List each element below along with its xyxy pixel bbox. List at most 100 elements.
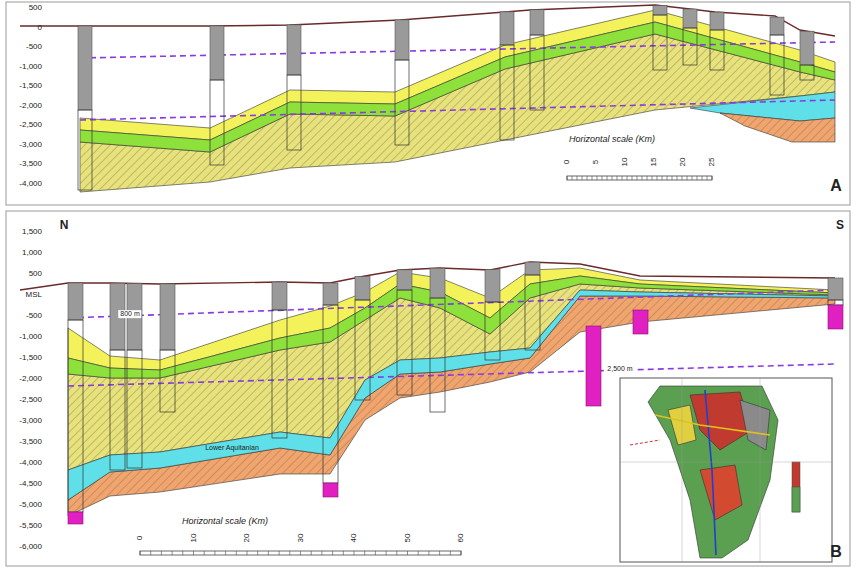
scale-tick <box>364 551 365 555</box>
well-casing <box>78 26 92 110</box>
well-casing <box>500 12 514 45</box>
scale-number: 0 <box>563 160 572 164</box>
axis-label: 800 m <box>118 310 141 318</box>
well-casing <box>430 268 445 298</box>
axis-label: -4,500 <box>19 480 42 489</box>
axis-label: Lower Aquitanian <box>205 444 259 452</box>
axis-label: -2,500 <box>19 121 42 130</box>
well-outline <box>500 45 514 140</box>
well-outline <box>710 30 724 70</box>
scale-number: 20 <box>679 158 688 167</box>
well-outline <box>653 15 667 70</box>
panel-letter: B <box>830 543 842 561</box>
depth-line <box>80 42 835 58</box>
scale-tick <box>193 551 194 555</box>
scale-tick <box>662 176 663 180</box>
well-bottom-marker <box>586 326 601 406</box>
well-outline <box>160 350 175 412</box>
scale-tick <box>236 551 237 555</box>
scale-tick <box>257 551 258 555</box>
scale-tick <box>161 551 162 555</box>
scale-tick <box>697 176 698 180</box>
depth-line <box>80 100 835 120</box>
well-outline <box>397 290 412 395</box>
axis-label: -2,500 <box>19 396 42 405</box>
scale-tick <box>652 176 653 180</box>
scale-tick <box>702 176 703 180</box>
scale-tick <box>375 551 376 555</box>
scale-tick <box>587 176 588 180</box>
axis-label: -2,000 <box>19 101 42 110</box>
inset-line <box>630 440 660 445</box>
scale-number: 30 <box>296 534 305 543</box>
axis-label: -4,000 <box>19 179 42 188</box>
axis-label: 500 <box>29 270 42 279</box>
axis-label: 2,500 m <box>605 365 634 373</box>
well-casing <box>800 31 814 65</box>
scale-bar <box>567 176 712 180</box>
well-outline <box>395 60 409 145</box>
scale-tick <box>712 176 713 180</box>
well-outline <box>68 320 83 512</box>
scale-number: 40 <box>350 534 359 543</box>
scale-tick <box>692 176 693 180</box>
formation-band <box>720 113 835 142</box>
well-outline <box>210 80 224 165</box>
scale-tick <box>657 176 658 180</box>
well-casing <box>287 25 301 75</box>
scale-tick <box>602 176 603 180</box>
scale-tick <box>572 176 573 180</box>
well-casing <box>530 10 544 35</box>
scale-number: 20 <box>243 534 252 543</box>
well-casing <box>770 17 784 35</box>
scale-tick <box>677 176 678 180</box>
axis-label: -4,000 <box>19 459 42 468</box>
scale-tick <box>289 551 290 555</box>
axis-label: -3,000 <box>19 417 42 426</box>
well-outline <box>78 110 92 190</box>
scale-tick <box>582 176 583 180</box>
axis-label: -1,500 <box>19 354 42 363</box>
formation-band <box>80 22 835 152</box>
well-outline <box>828 300 843 305</box>
panel-letter: S <box>836 219 844 232</box>
axis-label: -3,000 <box>19 140 42 149</box>
ground-line <box>20 5 835 36</box>
axis-label: -1,500 <box>19 82 42 91</box>
well-casing <box>683 9 697 28</box>
scale-tick <box>642 176 643 180</box>
well-bottom-marker <box>633 310 648 334</box>
scale-number: 0 <box>136 536 145 540</box>
well-casing <box>160 284 175 350</box>
well-outline <box>530 35 544 110</box>
well-outline <box>272 310 287 438</box>
scale-tick <box>407 551 408 555</box>
scale-tick <box>354 551 355 555</box>
axis-label: -500 <box>26 312 42 321</box>
scale-tick <box>637 176 638 180</box>
inset-map-land <box>648 386 778 558</box>
well-bottom-marker <box>68 512 83 524</box>
well-casing <box>323 283 338 305</box>
axis-label: -3,500 <box>19 438 42 447</box>
scale-number: 10 <box>189 534 198 543</box>
scale-tick <box>617 176 618 180</box>
well-bottom-marker <box>828 305 843 329</box>
scale-tick <box>300 551 301 555</box>
well-outline <box>800 65 814 80</box>
scale-number: 10 <box>621 158 630 167</box>
scale-tick <box>632 176 633 180</box>
axis-label: 500 <box>29 4 42 13</box>
scale-tick <box>343 551 344 555</box>
axis-label: Horizontal scale (Km) <box>569 135 655 145</box>
scale-tick <box>140 551 141 555</box>
scale-tick <box>150 551 151 555</box>
well-casing <box>272 282 287 310</box>
well-outline <box>485 302 500 360</box>
well-casing <box>525 262 540 275</box>
scale-number: 15 <box>650 158 659 167</box>
scale-number: 50 <box>403 534 412 543</box>
well-outline <box>430 298 445 412</box>
inset-frame <box>620 378 832 562</box>
